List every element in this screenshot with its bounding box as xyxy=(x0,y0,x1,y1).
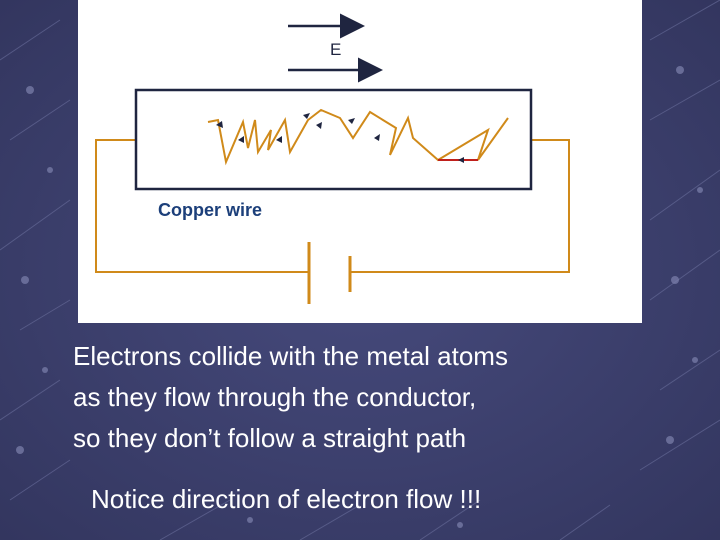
field-label: E xyxy=(330,40,341,59)
caption-line-2: as they flow through the conductor, xyxy=(73,382,477,412)
caption-text: Electrons collide with the metal atoms a… xyxy=(73,336,693,459)
diagram-panel: E Copper wire xyxy=(78,0,642,323)
copper-wire-box xyxy=(134,88,533,191)
wire-label: Copper wire xyxy=(158,200,262,220)
circuit-diagram: E Copper wire xyxy=(95,13,570,304)
electron-path xyxy=(207,108,509,166)
circuit-wire-right xyxy=(350,139,570,273)
circuit-wire xyxy=(95,139,309,273)
electron-arrowheads xyxy=(216,113,464,163)
caption-line-3: so they don’t follow a straight path xyxy=(73,423,467,453)
caption-line-1: Electrons collide with the metal atoms xyxy=(73,341,508,371)
notice-text: Notice direction of electron flow !!! xyxy=(91,484,482,514)
